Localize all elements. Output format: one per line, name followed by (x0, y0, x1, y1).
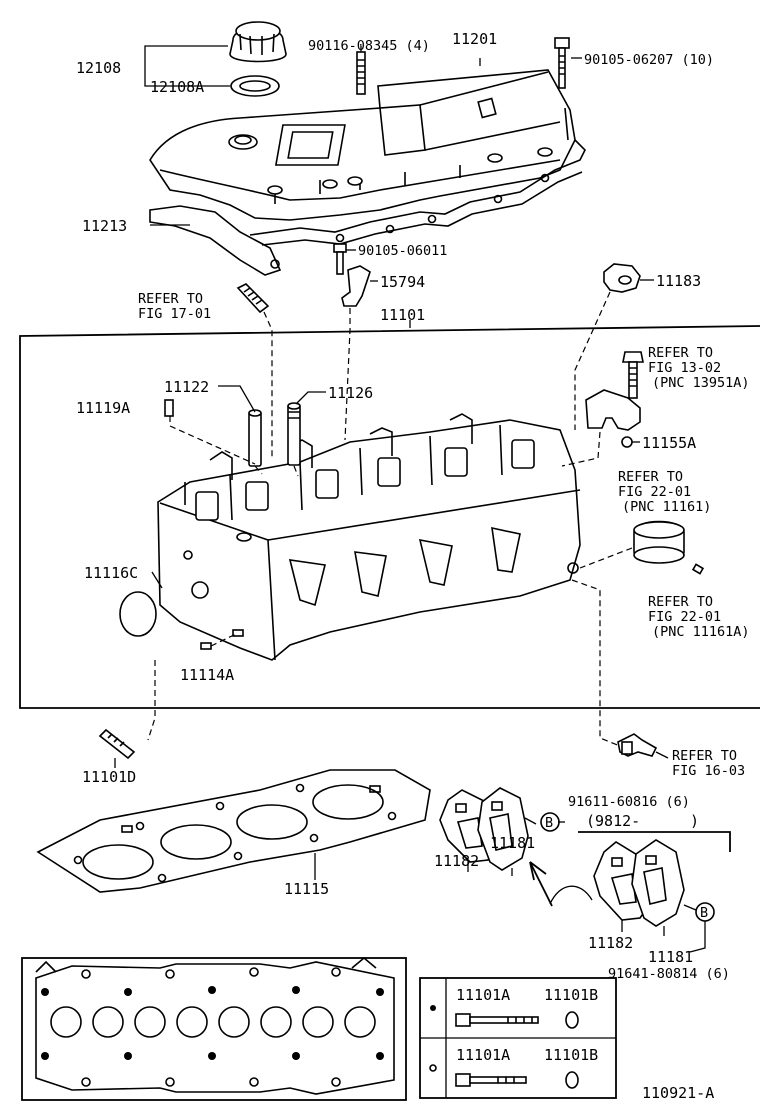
plate-11181-b (631, 839, 685, 927)
cylinder-head-gasket (36, 769, 431, 893)
label-refer-22-01-b-line3: (PNC 11161A) (652, 624, 750, 640)
plate-11181-a (477, 787, 529, 871)
leader-91641 (689, 921, 706, 953)
bolt-13-02 (622, 351, 644, 399)
leader-11116c (151, 571, 163, 589)
dash-11119a (169, 416, 256, 465)
stud-17-01 (236, 283, 270, 314)
plug-11161 (633, 520, 685, 564)
label-11101: 11101 (380, 306, 425, 324)
label-11213: 11213 (82, 217, 127, 235)
valve-guide-11126 (287, 402, 301, 466)
arrow-head (529, 861, 553, 907)
leader-11126 (295, 391, 326, 405)
date-bracket (578, 831, 731, 852)
pin-11114a (200, 642, 212, 650)
label-refer-16-03-line1: REFER TO (672, 748, 737, 764)
oil-filler-cap (229, 21, 287, 63)
label-refer-17-01-line1: REFER TO (138, 291, 203, 307)
cap-11183 (603, 263, 641, 293)
valve-guide-11122 (248, 409, 262, 467)
marker-b-a-letter: B (545, 815, 553, 831)
stud-11101d (98, 728, 136, 760)
fitting-16-03 (617, 733, 658, 757)
dash-guide-11126 (293, 465, 299, 477)
figure-id: 110921-A (642, 1084, 714, 1102)
label-90105-06207: 90105-06207 (10) (584, 52, 714, 68)
pin-11119a (164, 399, 174, 417)
label-refer-22-01-b-line2: FIG 22-01 (648, 609, 721, 625)
label-12108: 12108 (76, 59, 121, 77)
pin-11161a (691, 563, 705, 575)
label-bolt-row2-11101a: 11101A (456, 1046, 510, 1064)
label-91641-80814: 91641-80814 (6) (608, 966, 730, 982)
label-11115: 11115 (284, 880, 329, 898)
dash-11183 (574, 291, 611, 430)
dash-guide-11122 (254, 465, 263, 475)
label-11101d: 11101D (82, 768, 136, 786)
label-11201: 11201 (452, 30, 497, 48)
label-11182-a: 11182 (434, 852, 479, 870)
tightening-sequence-diagram (21, 956, 407, 1101)
label-refer-22-01-a-line3: (PNC 11161) (622, 499, 711, 515)
label-15794: 15794 (380, 273, 425, 291)
leader-11122 (218, 385, 256, 413)
expansion-plug-11116c (119, 591, 157, 637)
assembly-box (19, 325, 760, 709)
dash-16-03 (571, 579, 626, 749)
arrow-curve (549, 885, 593, 905)
label-11116c: 11116C (84, 564, 138, 582)
label-11181-a: 11181 (490, 834, 535, 852)
cylinder-head (157, 413, 581, 661)
label-11114a: 11114A (180, 666, 234, 684)
label-11122: 11122 (164, 378, 209, 396)
label-11183: 11183 (656, 272, 701, 290)
label-refer-17-01-line2: FIG 17-01 (138, 306, 211, 322)
dash-11114a (210, 633, 237, 647)
label-refer-13-02-line2: FIG 13-02 (648, 360, 721, 376)
bolt-90105-06011 (333, 243, 347, 275)
label-bolt-row2-11101b: 11101B (544, 1046, 598, 1064)
pin-11155a (621, 436, 633, 448)
label-12108a: 12108A (150, 78, 204, 96)
label-date-range: (9812- (586, 812, 640, 830)
cam-bearing-cap (585, 389, 641, 431)
label-11155a: 11155A (642, 434, 696, 452)
cylinder-head-cover (149, 69, 576, 221)
oil-filler-gasket (230, 75, 280, 97)
label-11181-b: 11181 (648, 948, 693, 966)
leader-marker-b-a (524, 817, 537, 825)
label-91611-60816: 91611-60816 (6) (568, 794, 690, 810)
label-refer-22-01-a-line2: FIG 22-01 (618, 484, 691, 500)
label-refer-16-03-line2: FIG 16-03 (672, 763, 745, 779)
bracket-15794 (341, 265, 371, 307)
label-refer-13-02-line1: REFER TO (648, 345, 713, 361)
dash-stud-17 (263, 311, 273, 460)
leader-12108 (144, 45, 228, 68)
label-bolt-row1-11101b: 11101B (544, 986, 598, 1004)
dash-plug (579, 547, 633, 569)
label-refer-22-01-b-line1: REFER TO (648, 594, 713, 610)
dash-11101d (147, 660, 156, 741)
leader-12108a (144, 68, 230, 87)
dash-15794 (344, 308, 351, 441)
label-90105-06011: 90105-06011 (358, 243, 447, 259)
bolt-table (419, 977, 617, 1099)
cover-stud (356, 51, 366, 95)
label-11119a: 11119A (76, 399, 130, 417)
leader-16-03 (655, 751, 669, 759)
label-date-range-close: ) (690, 812, 699, 830)
cover-bolt (554, 37, 570, 89)
label-11126: 11126 (328, 384, 373, 402)
label-refer-13-02-line3: (PNC 13951A) (652, 375, 750, 391)
marker-b-b-letter: B (700, 905, 708, 921)
label-11182-b: 11182 (588, 934, 633, 952)
label-refer-22-01-a-line1: REFER TO (618, 469, 683, 485)
dash-cap (561, 431, 601, 467)
label-90116-08345: 90116-08345 (4) (308, 38, 430, 54)
leader-marker-b-b (683, 904, 697, 911)
label-bolt-row1-11101a: 11101A (456, 986, 510, 1004)
